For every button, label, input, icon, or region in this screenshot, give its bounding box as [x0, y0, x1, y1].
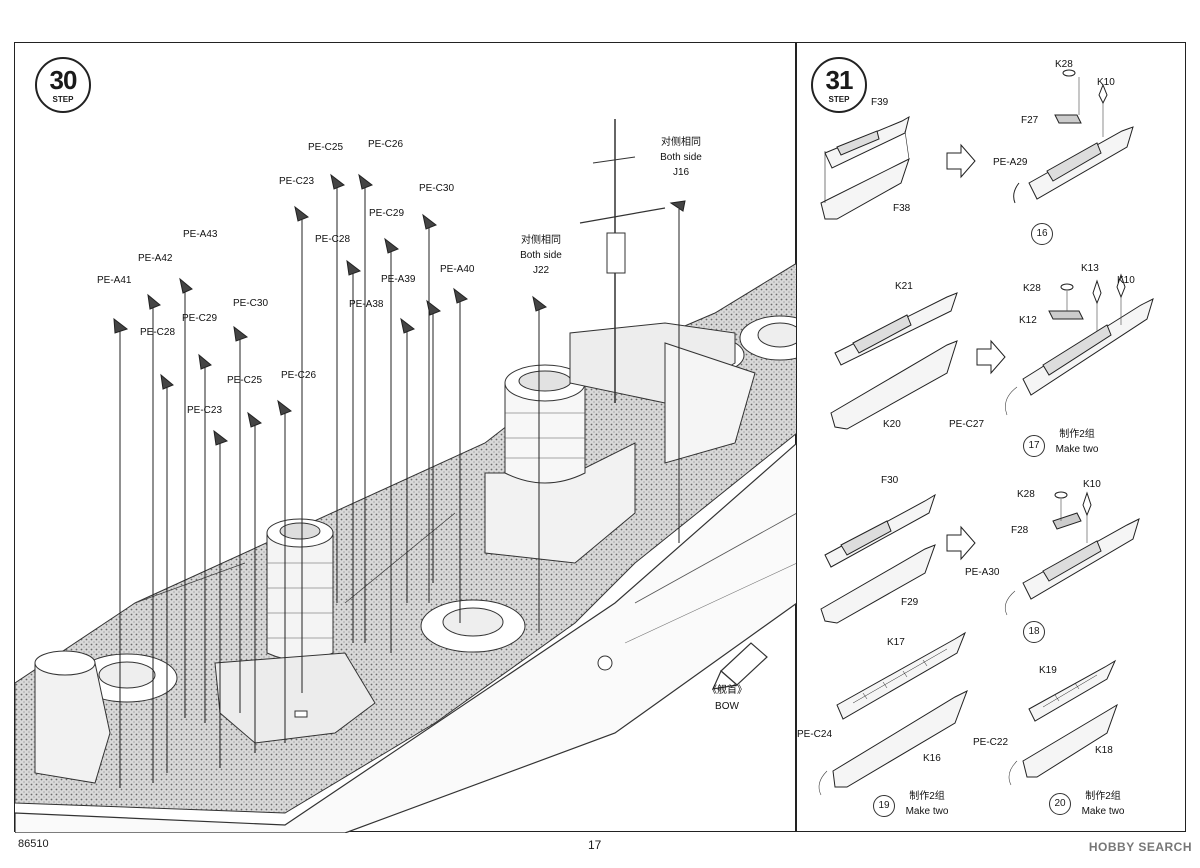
part-label: K13 — [1081, 263, 1099, 274]
callout-note-cn: 对侧相同 — [661, 137, 701, 148]
sub-step-note: 制作2组 Make two — [897, 791, 957, 818]
part-label: PE-C28 — [315, 234, 351, 245]
sub-step-number: 18 — [1023, 621, 1045, 643]
ship-drawing — [15, 119, 797, 833]
part-label: K28 — [1023, 283, 1041, 294]
part-label: K12 — [1019, 315, 1037, 326]
sub-step-number: 16 — [1031, 223, 1053, 245]
sub-step-note: 制作2组 Make two — [1073, 791, 1133, 818]
part-label: PE-C25 — [227, 375, 263, 386]
note-en: Make two — [1081, 806, 1125, 817]
callout-part: J22 — [532, 265, 550, 276]
sub-step-number: 20 — [1049, 793, 1071, 815]
part-label: K16 — [923, 753, 941, 764]
part-label: K19 — [1039, 665, 1057, 676]
page-number: 17 — [588, 838, 602, 852]
part-label: K10 — [1117, 275, 1135, 286]
step-31-badge: 31 STEP — [811, 57, 867, 113]
part-label: PE-C29 — [369, 208, 405, 219]
part-label: PE-C30 — [233, 298, 269, 309]
part-label: K21 — [895, 281, 913, 292]
part-label: PE-A43 — [183, 229, 218, 240]
catalog-number: 86510 — [18, 838, 49, 850]
part-label: PE-C30 — [419, 183, 455, 194]
step-label: STEP — [828, 95, 850, 104]
part-label: PE-C25 — [308, 142, 344, 153]
part-label: PE-C23 — [279, 176, 315, 187]
step-number: 31 — [825, 65, 854, 95]
part-label: PE-A39 — [381, 274, 416, 285]
step-number: 30 — [49, 65, 78, 95]
part-label: PE-A30 — [965, 567, 1000, 578]
note-cn: 制作2组 — [1085, 791, 1121, 802]
step-31-panel: 31 STEP F39 F38 K28 K10 F27 PE-A29 16 K2… — [796, 42, 1186, 832]
part-label: PE-C29 — [182, 313, 218, 324]
part-label: PE-C27 — [949, 419, 985, 430]
part-label: K10 — [1083, 479, 1101, 490]
part-label: PE-C23 — [187, 405, 223, 416]
callout-part: J16 — [672, 167, 690, 178]
part-label: K10 — [1097, 77, 1115, 88]
watermark: HOBBY SEARCH — [1088, 840, 1192, 854]
step-30-badge: 30 STEP — [35, 57, 91, 113]
sub-step-number: 17 — [1023, 435, 1045, 457]
callout-j22: 对侧相同 Both side J22 — [511, 235, 571, 277]
callout-note-en: Both side — [660, 152, 702, 163]
step-30-panel: 30 STEP PE-A41 PE-A42 PE-A43 PE-C28 PE-C… — [14, 42, 797, 833]
part-label: PE-C26 — [368, 139, 404, 150]
boat-drawings — [818, 69, 1154, 796]
part-label: F39 — [871, 97, 889, 108]
note-cn: 制作2组 — [909, 791, 945, 802]
part-label: K28 — [1017, 489, 1035, 500]
part-label: PE-C24 — [797, 729, 833, 740]
bow-label-cn: 《舰首》 — [707, 685, 747, 696]
note-en: Make two — [1055, 444, 1099, 455]
part-label: PE-C22 — [973, 737, 1009, 748]
part-label: K18 — [1095, 745, 1113, 756]
callout-note-en: Both side — [520, 250, 562, 261]
part-label: PE-A38 — [349, 299, 384, 310]
note-en: Make two — [905, 806, 949, 817]
flag-pins — [113, 173, 686, 788]
part-label: F28 — [1011, 525, 1029, 536]
bow-label: 《舰首》 BOW — [699, 685, 755, 713]
part-label: F29 — [901, 597, 919, 608]
callout-note-cn: 对侧相同 — [521, 235, 561, 246]
part-label: PE-C26 — [281, 370, 317, 381]
part-label: PE-A41 — [97, 275, 132, 286]
part-label: F27 — [1021, 115, 1039, 126]
part-label: PE-A42 — [138, 253, 173, 264]
part-label: PE-C28 — [140, 327, 176, 338]
part-label: K28 — [1055, 59, 1073, 70]
part-label: F38 — [893, 203, 911, 214]
callout-j16: 对侧相同 Both side J16 — [651, 137, 711, 179]
bow-label-en: BOW — [715, 701, 739, 712]
part-label: PE-A29 — [993, 157, 1028, 168]
part-label: F30 — [881, 475, 899, 486]
sub-step-note: 制作2组 Make two — [1047, 429, 1107, 456]
note-cn: 制作2组 — [1059, 429, 1095, 440]
step-label: STEP — [52, 95, 74, 104]
part-label: PE-A40 — [440, 264, 475, 275]
part-label: K20 — [883, 419, 901, 430]
sub-step-number: 19 — [873, 795, 895, 817]
part-label: K17 — [887, 637, 905, 648]
